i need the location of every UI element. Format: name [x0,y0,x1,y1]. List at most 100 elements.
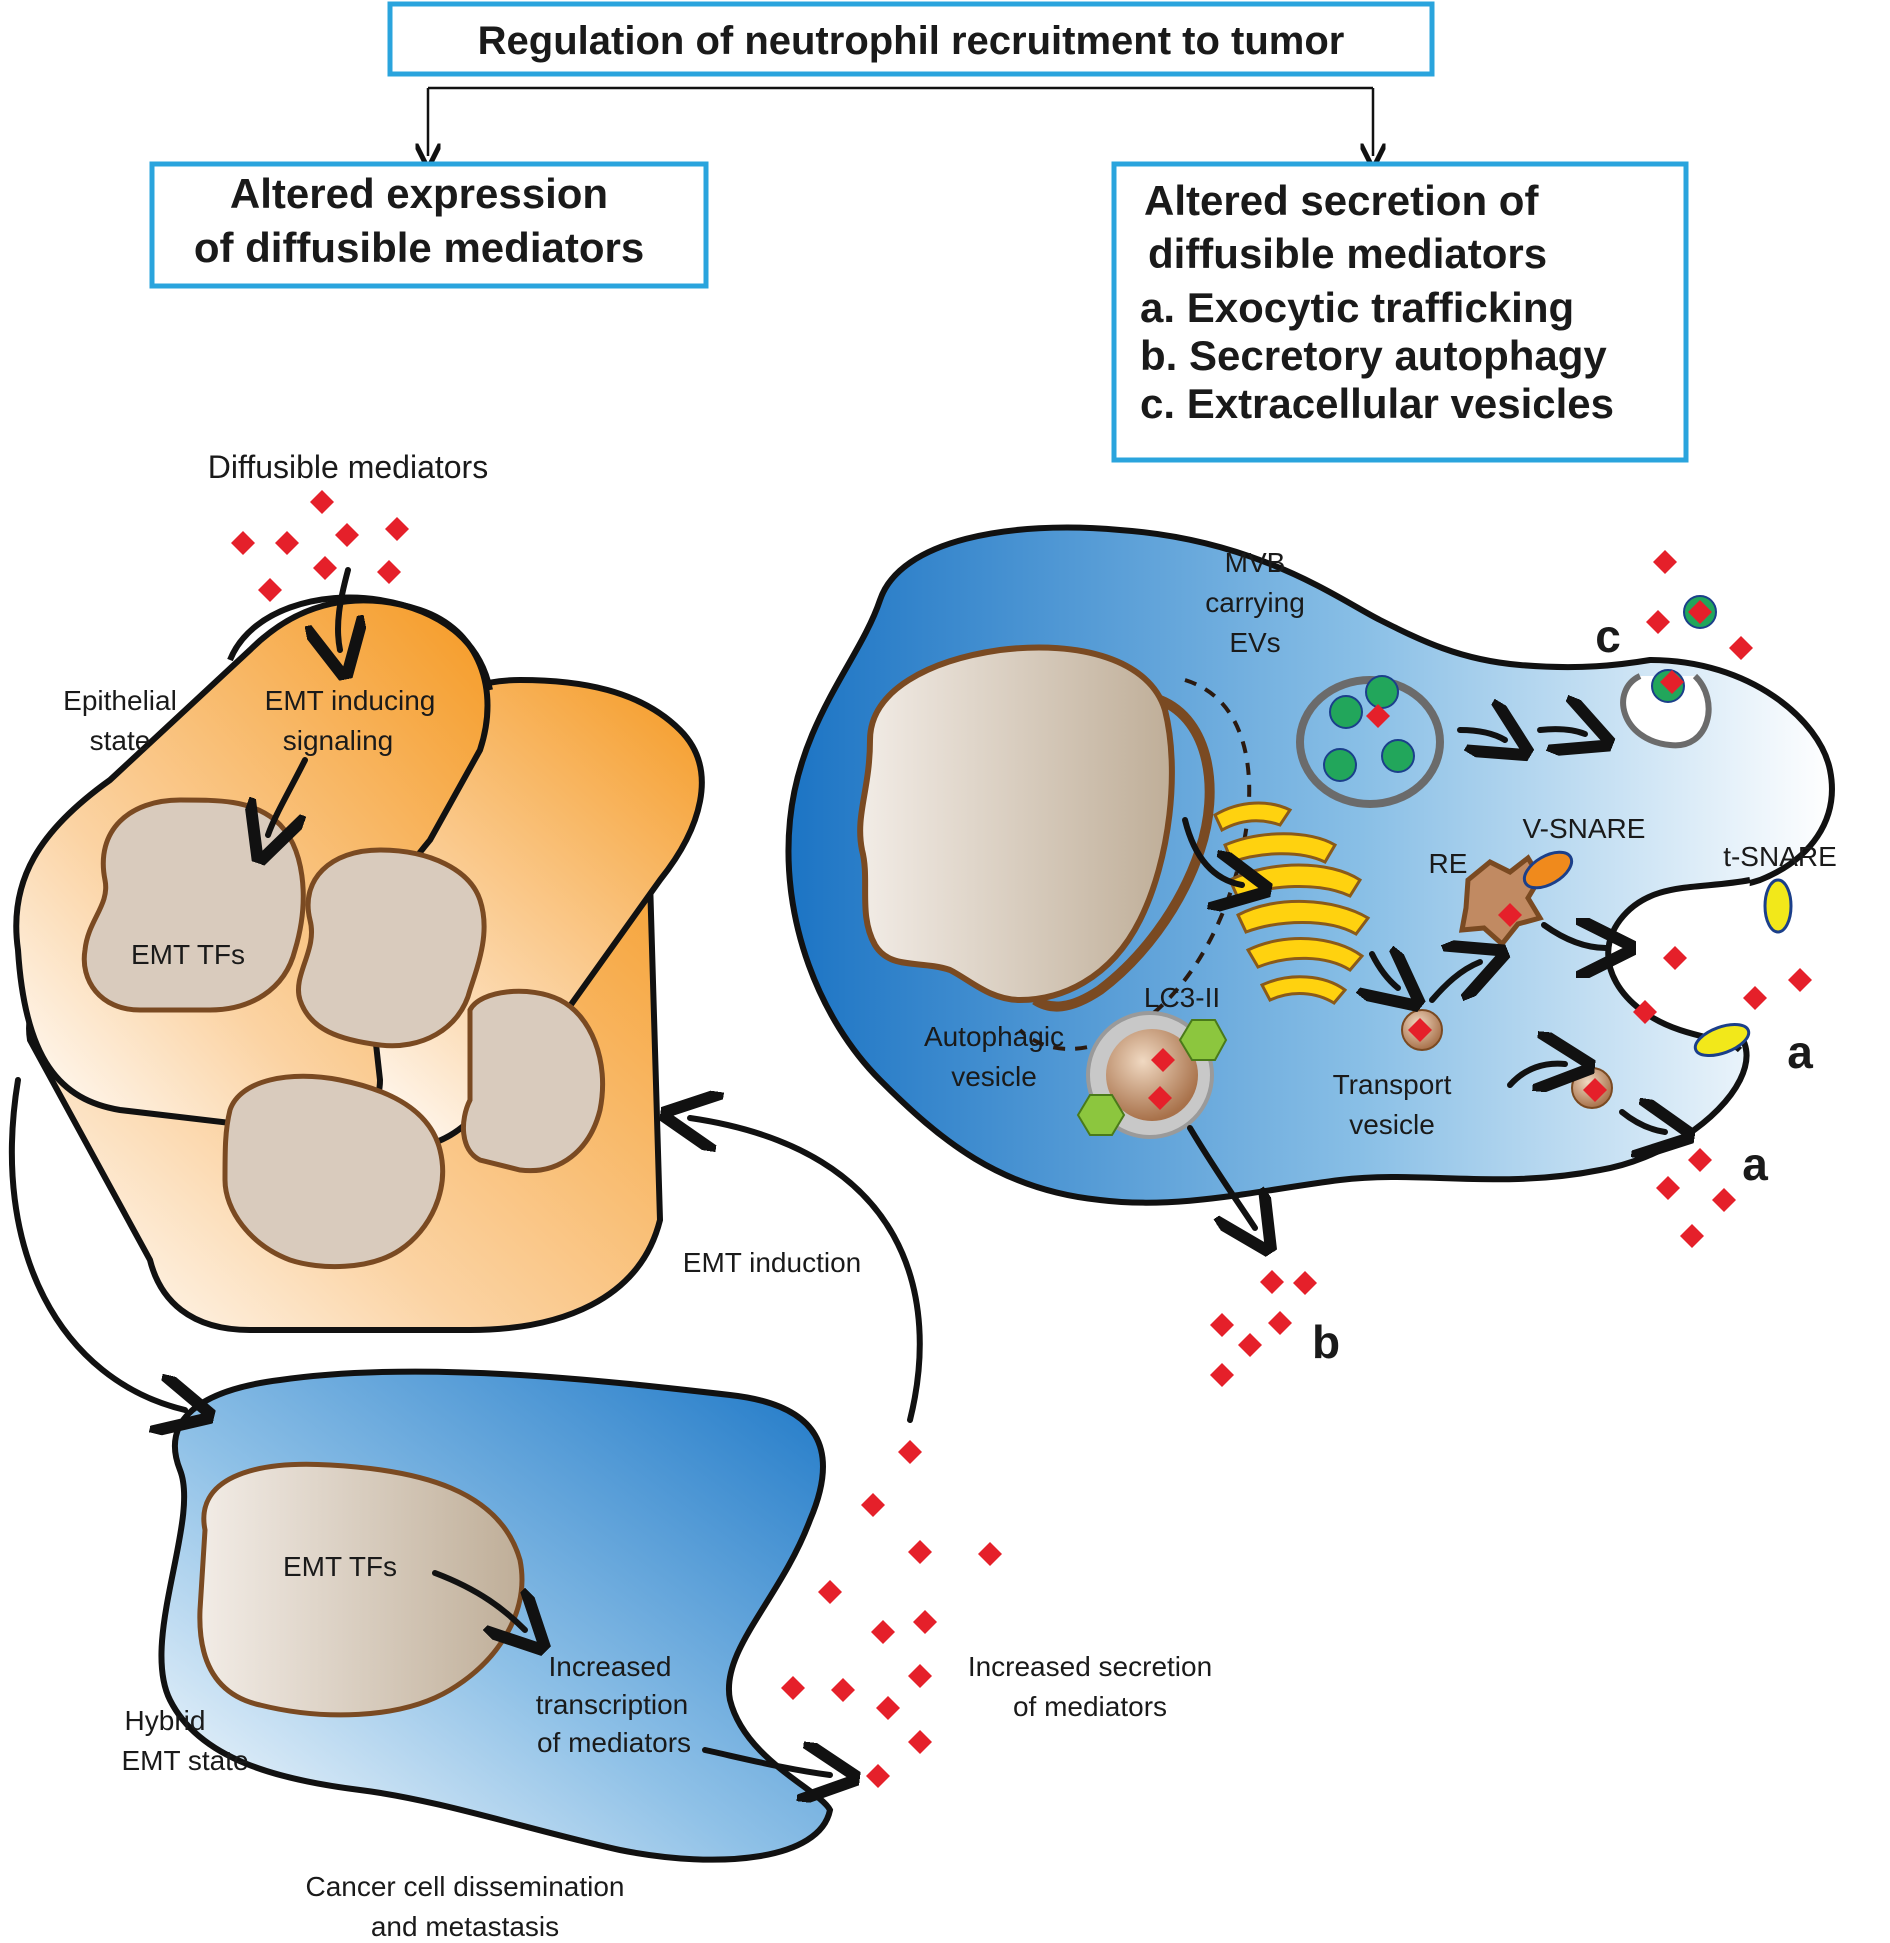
mediator-diamond [876,1696,900,1720]
lc3-marker-1 [1178,1019,1228,1061]
er-outer [1018,678,1252,1051]
t-snare-label: t-SNARE [1723,841,1837,872]
increased-transcription-1: Increased [549,1651,672,1682]
arrow-transcription-to-secretion [702,1750,830,1775]
epithelial-cell-cap [227,594,493,691]
diffusible-mediators-label: Diffusible mediators [208,449,488,485]
nucleus-lower-right [460,988,606,1174]
t-snare-top [1763,878,1793,934]
ev-2 [1365,675,1399,709]
right-box-item-a: a. Exocytic trafficking [1140,284,1574,331]
lc3-label: LC3-II [1144,982,1220,1013]
mediator-diamond [377,560,401,584]
t-snare-bottom [1693,1022,1751,1058]
lc3-marker-2 [1076,1094,1126,1136]
arrow-er-to-golgi [1182,817,1242,885]
cell-nucleus [857,644,1175,1004]
mediator-diamond [781,1676,805,1700]
v-snare-label: V-SNARE [1523,813,1646,844]
mediator-diamond [1148,1086,1172,1110]
left-box-line2: of diffusible mediators [194,224,644,271]
arrow-tfs-to-transcription [432,1570,525,1630]
letter-a-lower: a [1742,1138,1768,1190]
increased-secretion-2: of mediators [1013,1691,1167,1722]
autophagic-vesicle-label-2: vesicle [951,1061,1037,1092]
mediator-diamond [898,1440,922,1464]
autophagic-vesicle-label-1: Autophagic [924,1021,1064,1052]
nucleus-right [296,847,487,1049]
recycling-endosome [1458,854,1544,948]
right-box-item-c: c. Extracellular vesicles [1140,380,1614,427]
mediator-diamond [231,531,255,555]
mediator-diamond [1653,550,1677,574]
v-snare [1522,850,1574,890]
mediator-diamond [310,490,334,514]
letter-b: b [1312,1316,1340,1368]
emt-tfs-bottom-label: EMT TFs [283,1551,397,1582]
arrow-mvb-to-pit-2 [1537,729,1585,734]
arrow-golgi-to-vesicle [1372,954,1398,988]
mediator-diamond [1238,1333,1262,1357]
right-box-line2: diffusible mediators [1148,230,1547,277]
mediator-diamond [1268,1311,1292,1335]
title-text: Regulation of neutrophil recruitment to … [478,19,1345,63]
mediator-diamond [258,578,282,602]
mediator-diamond [1743,986,1767,1010]
mediator-diamond [275,531,299,555]
re-label: RE [1429,848,1468,879]
mediator-diamond [1688,1148,1712,1172]
transport-vesicle-label-1: Transport [1333,1069,1452,1100]
emt-signaling-label-2: signaling [283,725,394,756]
mediator-diamond [866,1764,890,1788]
mediator-diamond [1663,946,1687,970]
title-box [387,1,1435,77]
dissemination-label-2: and metastasis [371,1911,559,1942]
left-box-line1: Altered expression [230,170,608,217]
mediator-diamond [385,517,409,541]
nucleus-lower-left [222,1073,446,1269]
dissemination-label-1: Cancer cell dissemination [305,1871,624,1902]
arrow-vesicle-to-re [1429,962,1480,1003]
ev-4 [1381,739,1415,773]
mediator-diamond [1729,636,1753,660]
ev-3 [1323,748,1357,782]
mediator-diamond [313,556,337,580]
ev-1 [1329,695,1363,729]
increased-transcription-2: transcription [536,1689,689,1720]
arrow-autophagy-out [1187,1125,1255,1228]
epithelial-state-label-2: state [90,725,151,756]
hybrid-state-label-1: Hybrid [125,1705,206,1736]
emt-induction-label: EMT induction [683,1247,861,1278]
arrow-mvb-to-pit-1 [1457,730,1505,740]
emt-tfs-top-label: EMT TFs [131,939,245,970]
increased-transcription-3: of mediators [537,1727,691,1758]
mediator-diamond [908,1540,932,1564]
mediator-diamond [908,1664,932,1688]
arrow-vesicle-to-vesicle [1507,1064,1565,1085]
mediator-diamond [1210,1313,1234,1337]
mediator-diamond [1260,1270,1284,1294]
mediator-diamond [1583,1078,1607,1102]
mediator-diamond [1293,1271,1317,1295]
letter-a-upper: a [1787,1026,1813,1078]
left-box [149,161,709,289]
mediator-diamond [1408,1018,1432,1042]
mvb-label-1: MVB [1225,547,1286,578]
mediator-diamond [335,523,359,547]
hybrid-state-label-2: EMT state [121,1745,248,1776]
mediator-diamond [1210,1363,1234,1387]
mediator-diamond [1498,903,1522,927]
mediator-diamond [978,1542,1002,1566]
right-box-line1: Altered secretion of [1144,177,1539,224]
arrow-hybrid-to-epithelial [690,1118,923,1423]
right-box-item-b: b. Secretory autophagy [1140,332,1607,379]
arrow-signal-to-nucleus [268,757,308,835]
mediator-diamond [1656,1176,1680,1200]
mediator-group [231,490,1812,1788]
mediator-diamond [871,1620,895,1644]
arrow-epithelial-to-hybrid [8,1077,185,1410]
mediator-diamond [913,1610,937,1634]
mediator-diamond [908,1730,932,1754]
mvb-label-2: carrying [1205,587,1305,618]
